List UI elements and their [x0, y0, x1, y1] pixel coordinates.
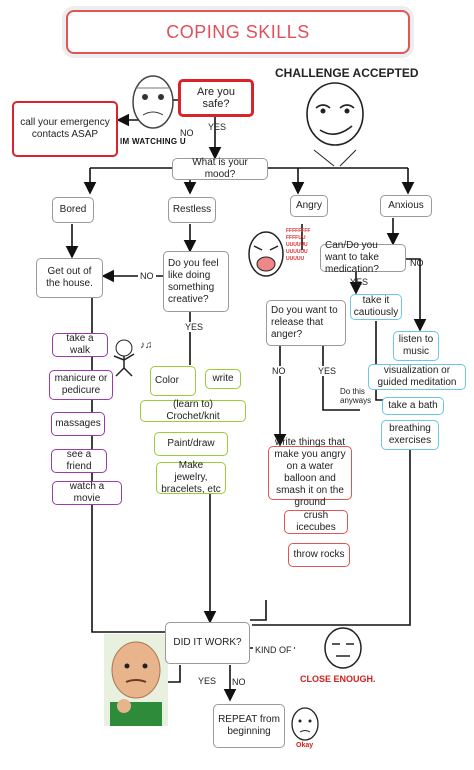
- okay-face-icon: [290, 706, 320, 744]
- do-this-anyways-label: Do this anyways: [340, 387, 372, 405]
- angry-box: Angry: [290, 195, 328, 217]
- challenge-face-icon: [300, 80, 370, 168]
- water-balloon-box: write things that make you angry on a wa…: [268, 437, 352, 508]
- take-it-box: take it cautiously: [350, 294, 402, 320]
- rage-face-icon: [246, 228, 286, 282]
- no-creative-label: NO: [138, 271, 156, 281]
- svg-text:♪♫: ♪♫: [140, 340, 153, 351]
- throw-rocks-box: throw rocks: [288, 543, 350, 567]
- yes-work-label: YES: [198, 676, 217, 686]
- medication-question-box: Can/Do you want to take medication?: [320, 240, 406, 275]
- bored-box: Bored: [52, 197, 94, 223]
- challenge-caption: CHALLENGE ACCEPTED: [275, 66, 419, 80]
- crochet-box: (learn to) Crochet/knit: [140, 399, 246, 422]
- yes-safe-label: YES: [208, 122, 227, 132]
- take-bath-box: take a bath: [382, 397, 444, 415]
- manicure-box: manicure or pedicure: [49, 370, 113, 400]
- page-title: COPING SKILLS: [166, 21, 310, 42]
- mood-box: What is your mood?: [172, 157, 268, 180]
- listen-music-box: listen to music: [393, 331, 439, 361]
- watch-movie-box: watch a movie: [52, 481, 122, 505]
- jewelry-box: Make jewelry, bracelets, etc: [156, 460, 226, 495]
- did-it-work-box: DID IT WORK?: [165, 622, 250, 664]
- rage-caption: FFFFFFFF FFFFUU UUUUUU UUUUUU UUUUU: [286, 228, 311, 262]
- yes-creative-label: YES: [183, 322, 206, 332]
- release-question-box: Do you want to release that anger?: [266, 300, 346, 346]
- visualization-box: visualization or guided meditation: [368, 364, 466, 390]
- kind-of-label: KIND OF: [253, 645, 294, 655]
- are-you-safe-box: Are you safe?: [178, 79, 254, 117]
- title-box: COPING SKILLS: [66, 10, 410, 54]
- massages-box: massages: [51, 412, 105, 436]
- close-enough-face-icon: [322, 626, 364, 672]
- success-kid-icon: [104, 634, 168, 726]
- call-emergency-box: call your emergency contacts ASAP: [12, 101, 118, 157]
- take-walk-box: take a walk: [52, 333, 108, 357]
- face-icon: [130, 72, 176, 134]
- dancing-stick-icon: ♪♫: [110, 336, 154, 378]
- yes-release-label: YES: [316, 366, 339, 376]
- paint-box: Paint/draw: [154, 432, 228, 456]
- no-release-label: NO: [270, 366, 288, 376]
- breathing-box: breathing exercises: [381, 420, 439, 450]
- see-friend-box: see a friend: [51, 449, 107, 473]
- restless-box: Restless: [168, 197, 216, 223]
- no-work-label: NO: [232, 677, 246, 687]
- watching-caption: IM WATCHING U: [120, 137, 186, 146]
- yes-medication-label: YES: [350, 277, 369, 287]
- no-safe-label: NO: [180, 128, 194, 138]
- anxious-box: Anxious: [380, 195, 432, 217]
- write-box: write: [205, 369, 241, 389]
- no-medication-label: NO: [410, 258, 424, 268]
- crush-ice-box: crush icecubes: [284, 510, 348, 534]
- repeat-box: REPEAT from beginning: [213, 704, 285, 748]
- close-enough-caption: CLOSE ENOUGH.: [300, 674, 376, 684]
- color-box: Color: [150, 366, 196, 396]
- get-out-box: Get out of the house.: [36, 258, 103, 298]
- okay-caption: Okay: [296, 742, 314, 749]
- creative-question-box: Do you feel like doing something creativ…: [163, 251, 229, 312]
